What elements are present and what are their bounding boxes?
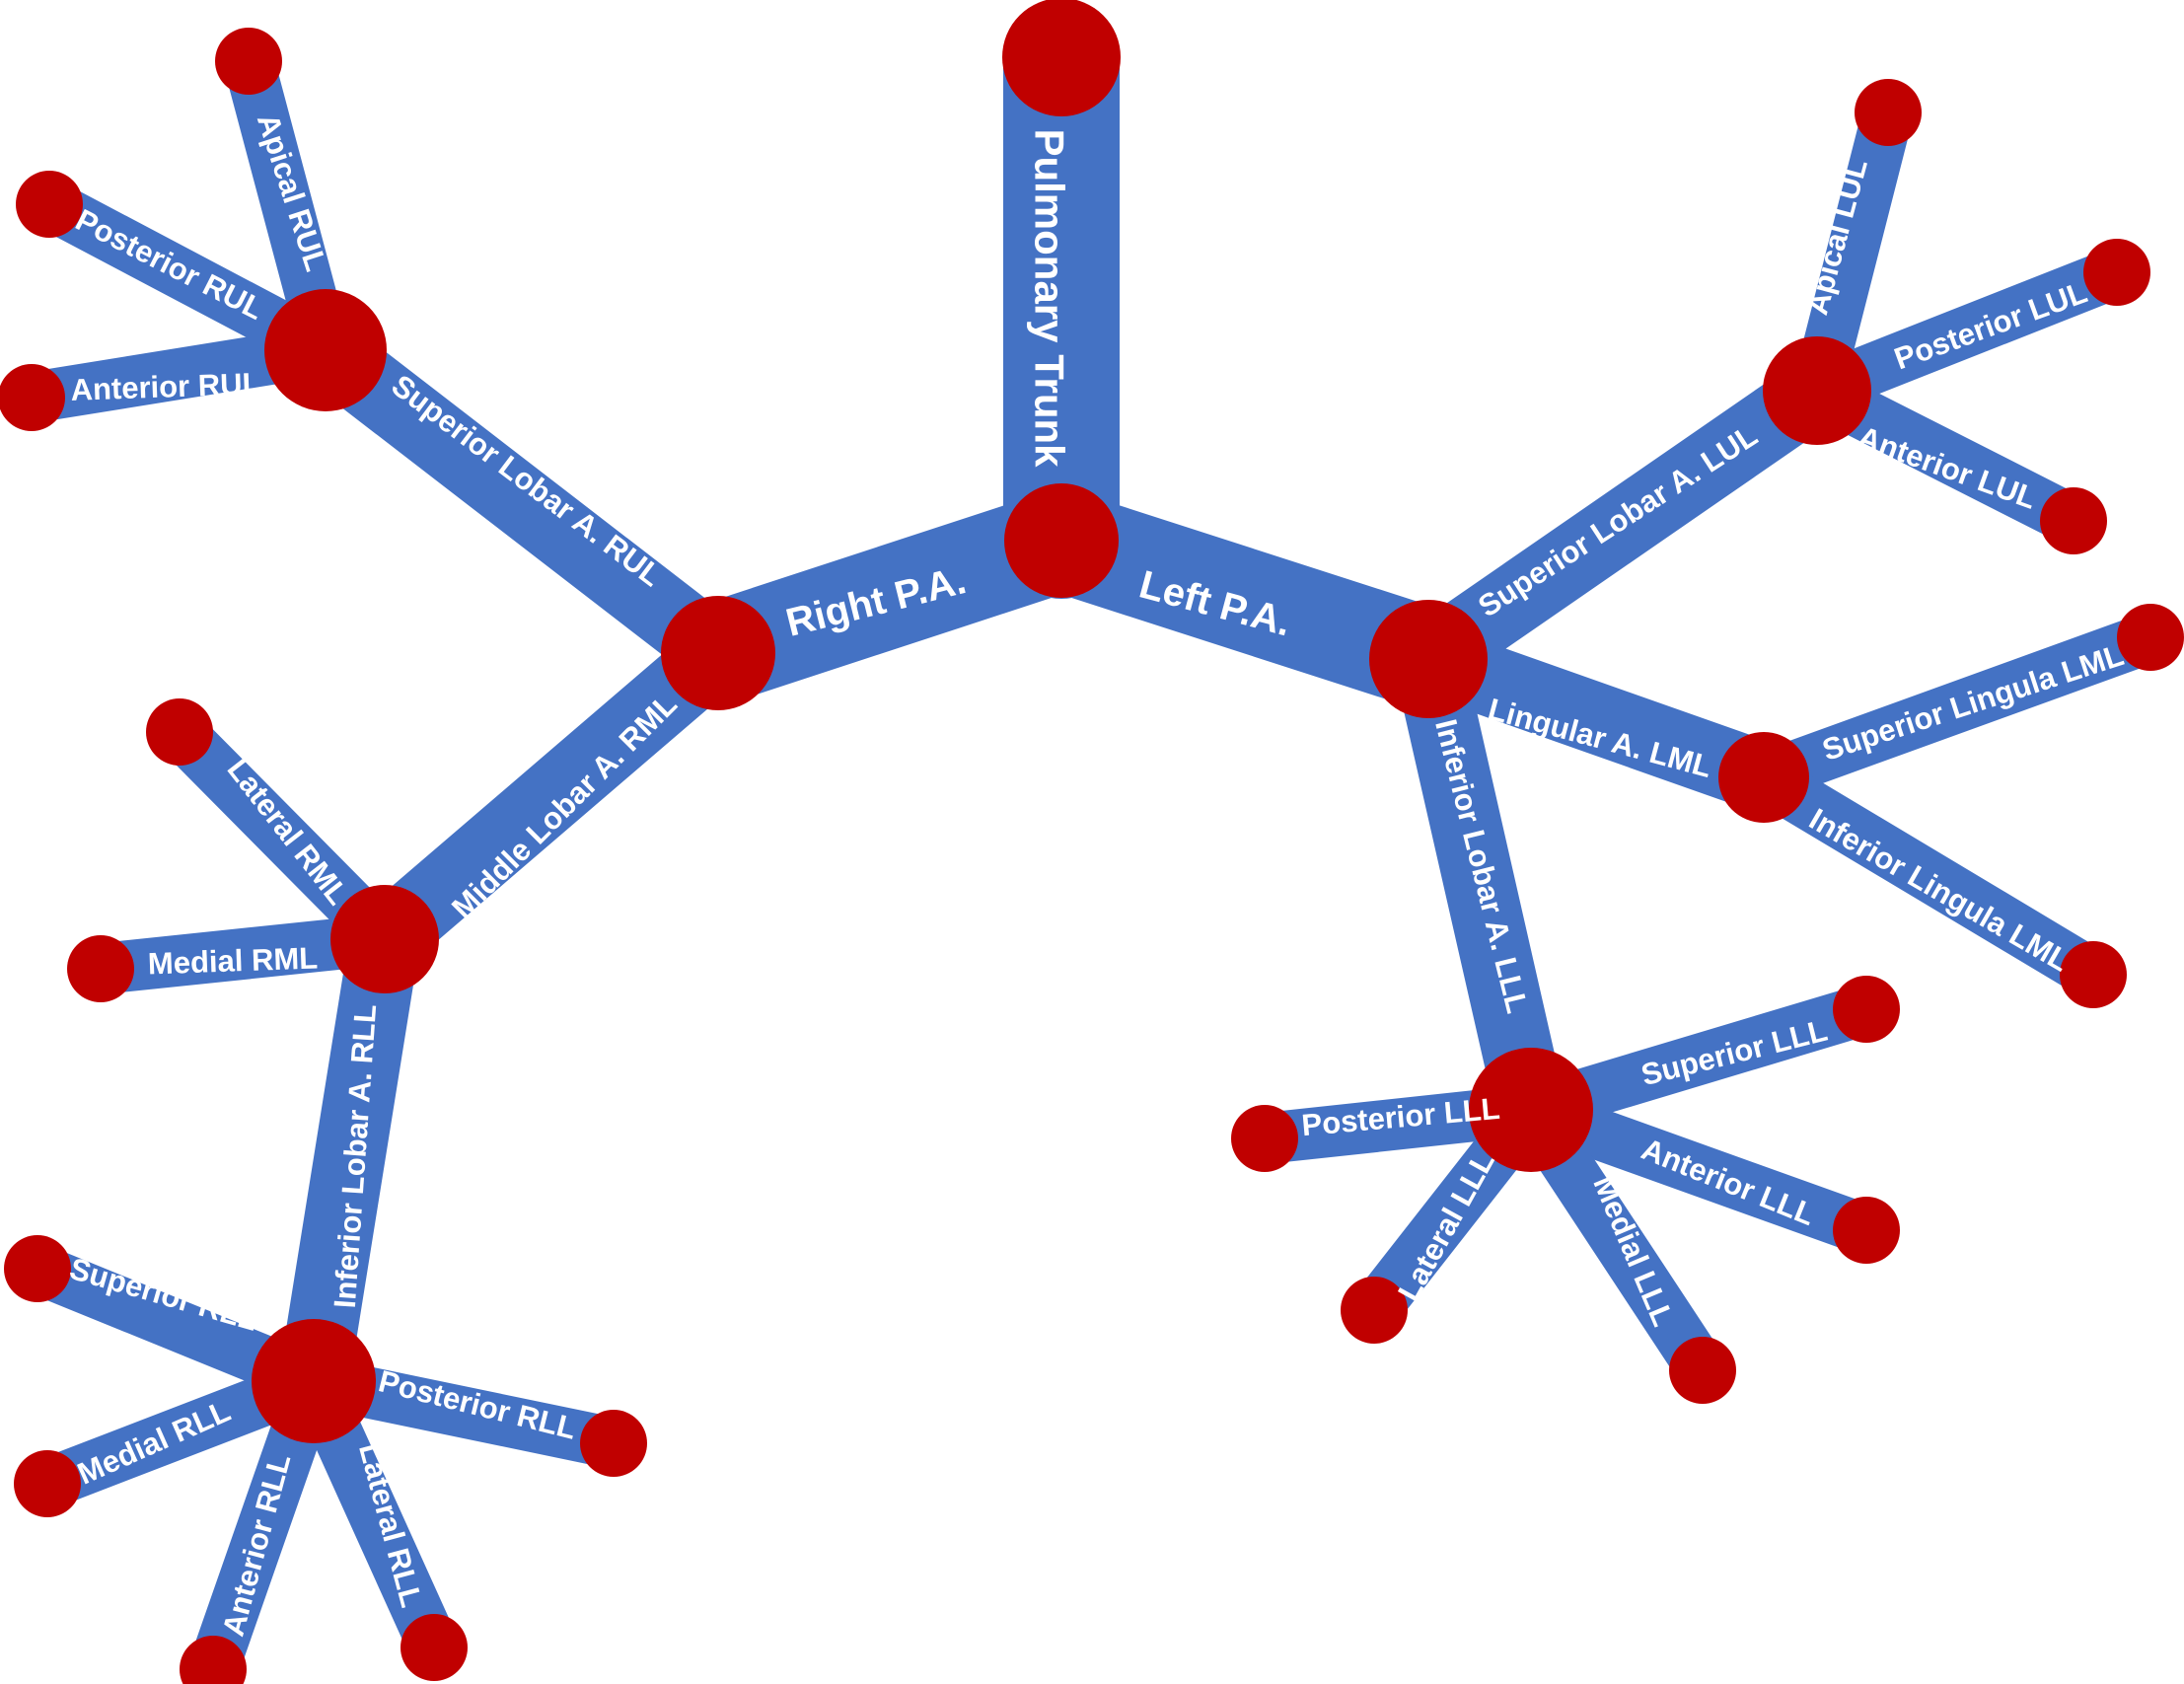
node-medial-rll [14,1450,81,1517]
node-posterior-rll [580,1410,647,1477]
node-medial-rml [67,935,134,1002]
label-medial-rml: Medial RML [147,941,318,982]
label-superior-lobar-rul: Superior Lobar A. RUL [386,368,669,593]
node-anterior-rul [0,364,65,431]
node-rll [252,1319,376,1443]
node-lateral-rml [146,698,213,766]
lingular-lml-vessel [1393,623,1799,813]
label-superior-lingula-lml: Superior Lingula LML [1818,637,2128,768]
right-pa-vessel [667,489,1113,704]
node-posterior-lul [2083,239,2150,306]
superior-lobar-lul-vessel [1393,355,1853,695]
superior-lingula-lml-vessel [1738,612,2176,803]
node-apical-rul [215,28,282,95]
node-inferior-lingula [2060,941,2127,1008]
left-pa-vessel [1010,489,1480,710]
label-superior-lobar-lul: Superior Lobar A. LUL [1472,418,1763,624]
label-pulmonary-trunk: Pulmonary Trunk [1027,128,1073,468]
node-lateral-rll [400,1614,468,1681]
label-lateral-rml: Lateral RML [221,752,356,911]
node-lll [1469,1048,1593,1172]
node-medial-lll [1669,1337,1736,1404]
superior-lobar-rul-vessel [290,315,754,689]
label-inferior-lingula-lml: Inferior Lingula LML [1803,801,2075,978]
node-anterior-rll [180,1636,247,1684]
node-rml [330,885,439,993]
inferior-lobar-lll-vessel [1393,623,1566,1145]
node-right-pa [661,596,775,710]
node-trunk-base [1004,483,1119,598]
label-posterior-rul: Posterior RUL [70,202,269,327]
node-anterior-lll [1833,1197,1900,1264]
node-lul [1763,336,1871,445]
node-superior-lingula [2117,604,2184,671]
node-superior-rll [4,1235,71,1302]
node-lateral-lll [1341,1277,1408,1344]
node-rul [264,289,387,411]
node-trunk-top [1002,0,1121,116]
node-posterior-lll [1231,1105,1298,1172]
node-lml [1718,732,1809,823]
inferior-lobar-rll-vessel [278,904,420,1417]
node-anterior-lul [2040,487,2107,554]
label-middle-lobar-rml: Middle Lobar A. RML [445,687,684,925]
node-left-pa [1369,600,1488,718]
inferior-lingula-lml-vessel [1738,752,2119,1000]
node-superior-lll [1833,976,1900,1043]
middle-lobar-rml-vessel [349,618,754,975]
node-apical-lul [1855,79,1922,146]
label-anterior-rll: Anterior RLL [216,1450,298,1640]
label-anterior-rul: Anterior RUL [70,366,261,407]
node-posterior-rul [16,171,83,238]
